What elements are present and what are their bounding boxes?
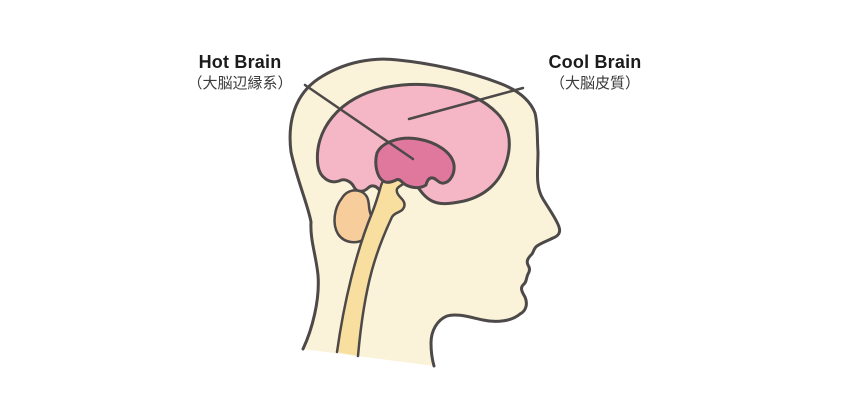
hot-brain-label: Hot Brain （大脳辺縁系） <box>155 52 325 92</box>
brainstem-spine <box>335 171 408 358</box>
hot-brain-leader-line <box>303 83 415 161</box>
hot-brain-title: Hot Brain <box>198 52 282 72</box>
cool-brain-leader-line <box>407 86 525 121</box>
cool-brain-label: Cool Brain （大脳皮質） <box>510 52 680 92</box>
hot-brain-subtitle: （大脳辺縁系） <box>187 74 293 92</box>
cool-brain-subtitle: （大脳皮質） <box>549 74 640 92</box>
limbic-system-region <box>374 136 456 190</box>
cool-brain-title: Cool Brain <box>548 52 642 72</box>
